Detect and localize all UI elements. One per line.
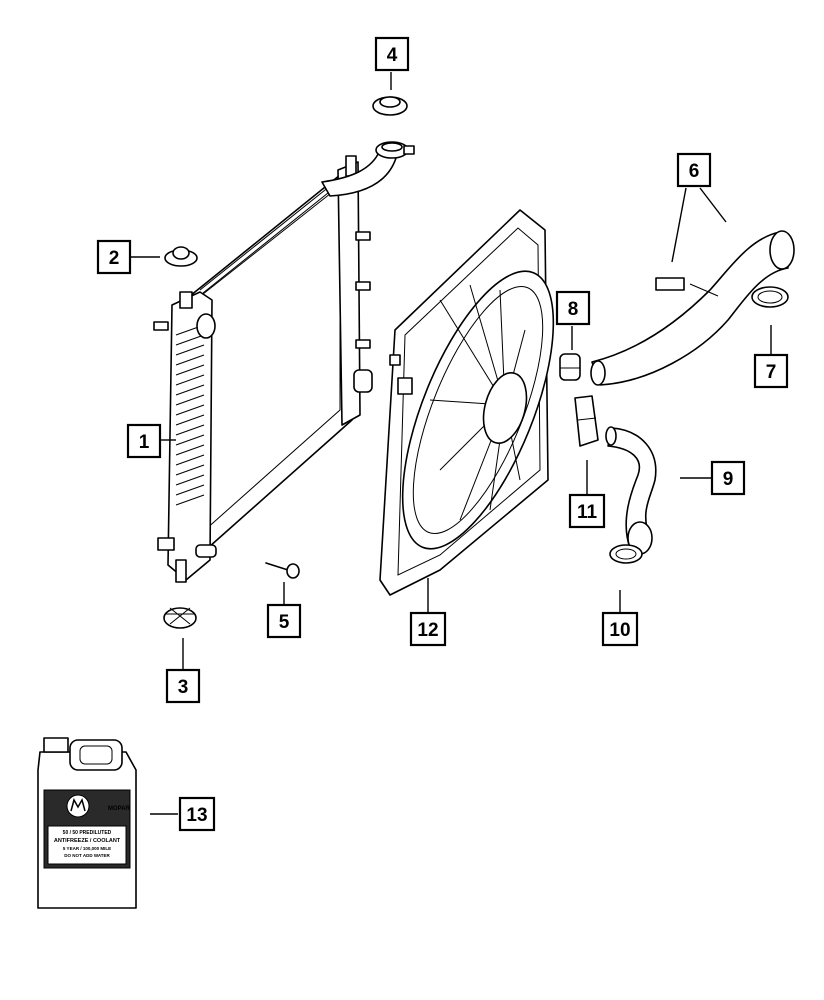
hose-bracket [574,395,599,447]
svg-text:2: 2 [109,248,120,269]
svg-text:11: 11 [577,502,598,523]
leader-lines [130,72,772,815]
hose-clamp-upper [751,286,789,308]
hose-clamp-lower [609,544,643,564]
svg-text:10: 10 [609,620,630,641]
callout-10: 10 [601,611,639,647]
jug-line1: 50 / 50 PREDILUTED [63,830,112,836]
svg-text:9: 9 [723,469,734,490]
callout-1: 1 [126,423,162,459]
svg-text:3: 3 [178,677,189,698]
callout-3: 3 [165,668,201,704]
jug-brand: MOPAR [108,806,131,812]
svg-text:6: 6 [689,161,700,182]
hose-clamp-8 [559,353,581,381]
svg-text:8: 8 [568,299,579,320]
radiator-cap [321,96,415,197]
callout-8: 8 [555,290,591,326]
callout-11: 11 [568,493,606,529]
radiator-fins [175,324,205,506]
callout-5: 5 [266,603,302,639]
jug-line2: ANTIFREEZE / COOLANT [54,838,121,844]
callout-6: 6 [676,152,712,188]
jug-line3: 5 YEAR / 100,000 MILE [63,846,111,851]
callout-13: 13 [178,796,216,832]
lower-radiator-hose [605,426,657,555]
drain-plug-cap [164,246,198,267]
svg-text:5: 5 [279,612,290,633]
callout-12: 12 [409,611,447,647]
callout-7: 7 [753,353,789,389]
svg-text:7: 7 [766,362,777,383]
svg-text:13: 13 [186,805,207,826]
svg-text:1: 1 [139,432,150,453]
svg-text:4: 4 [387,45,398,66]
radiator [153,155,373,583]
callout-4: 4 [374,36,410,72]
drain-plug [163,607,197,629]
callout-9: 9 [710,460,746,496]
callout-2: 2 [96,239,132,275]
svg-text:12: 12 [417,620,438,641]
fan-shroud-assembly [379,209,555,596]
drain-petcock [265,562,300,579]
jug-line4: DO NOT ADD WATER [64,853,110,858]
upper-radiator-hose [590,230,795,386]
coolant-jug: MOPAR 50 / 50 PREDILUTED ANTIFREEZE / CO… [37,737,137,909]
